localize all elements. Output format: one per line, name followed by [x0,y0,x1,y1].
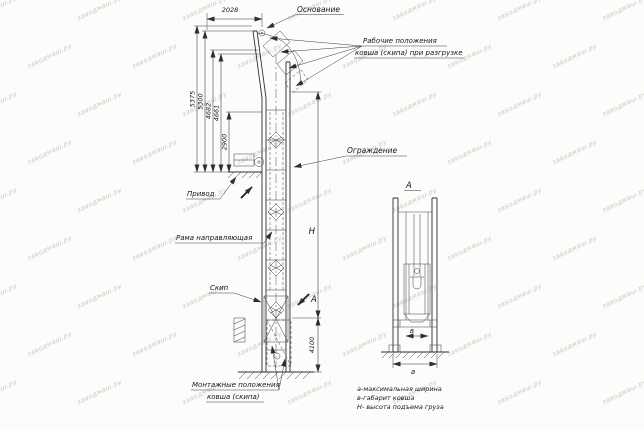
dim-height-2: 5300 [197,93,205,110]
section-title: А [404,181,421,191]
main-elevation-view: 2028 5375 5300 4682 4661 2900 [175,5,464,403]
label-guide-frame: Рама направляющая [175,231,273,244]
label-guard: Ограждение [293,146,407,168]
section-structure [388,197,442,353]
dim-height-4: 4661 [213,105,221,122]
section-view: А в [381,181,449,376]
label-drive: Привод [186,176,237,200]
dim-lower-height: 4100 [308,337,316,354]
section-ground [381,351,449,359]
skip-unloading-positions [256,29,309,94]
section-arrow-label: А [310,295,317,305]
legend-line-2: в-габарит ковша [357,394,414,402]
svg-text:Привод: Привод [187,190,215,198]
guide-frame-tower [252,30,291,372]
hatched-support-block [233,317,246,343]
dim-top-width-value: 2028 [222,6,239,14]
lattice-bracing-icon [267,131,285,319]
svg-text:Ограждение: Ограждение [347,146,398,155]
dimension-top-width: 2028 [206,6,263,30]
dim-lift-height-symbol: Н [309,227,316,237]
dim-height-5: 2900 [221,134,229,151]
svg-text:Монтажные положения: Монтажные положения [192,381,280,389]
legend: а-максимальная ширина в-габарит ковша Н-… [357,385,444,411]
skip-lower-positions [263,295,292,367]
drive-unit [227,153,264,179]
dimension-left-heights: 5375 5300 4682 4661 2900 [189,25,262,173]
dimension-lift-height: Н 4100 [292,91,322,373]
section-cut-arrows: А [240,186,317,306]
svg-text:А: А [405,181,412,191]
svg-text:ковша (скипа) при разгрузке: ковша (скипа) при разгрузке [355,49,463,57]
label-working-positions: Рабочие положения ковша (скипа) при разг… [269,36,464,87]
dim-height-3: 4682 [205,103,213,120]
dimension-outer-width: а [392,354,438,376]
ground-line [238,371,314,380]
dim-height-1: 5375 [189,91,197,108]
legend-line-1: а-максимальная ширина [357,385,442,393]
legend-line-3: Н- высота подъема груза [357,403,444,411]
svg-text:Рабочие положения: Рабочие положения [363,37,437,45]
dim-outer-width-symbol: а [411,368,415,376]
svg-text:Скип: Скип [210,284,229,292]
label-mounting-positions: Монтажные положения ковша (скипа) [191,345,287,403]
label-base: Основание [266,5,344,29]
svg-text:Рама направляющая: Рама направляющая [176,234,252,242]
label-skip: Скип [209,284,262,303]
dimension-inner-width: в [405,327,429,339]
svg-text:Основание: Основание [297,5,340,14]
svg-text:ковша (скипа): ковша (скипа) [207,393,260,401]
section-skip-bucket [403,263,431,323]
dim-inner-width-symbol: в [410,327,414,335]
